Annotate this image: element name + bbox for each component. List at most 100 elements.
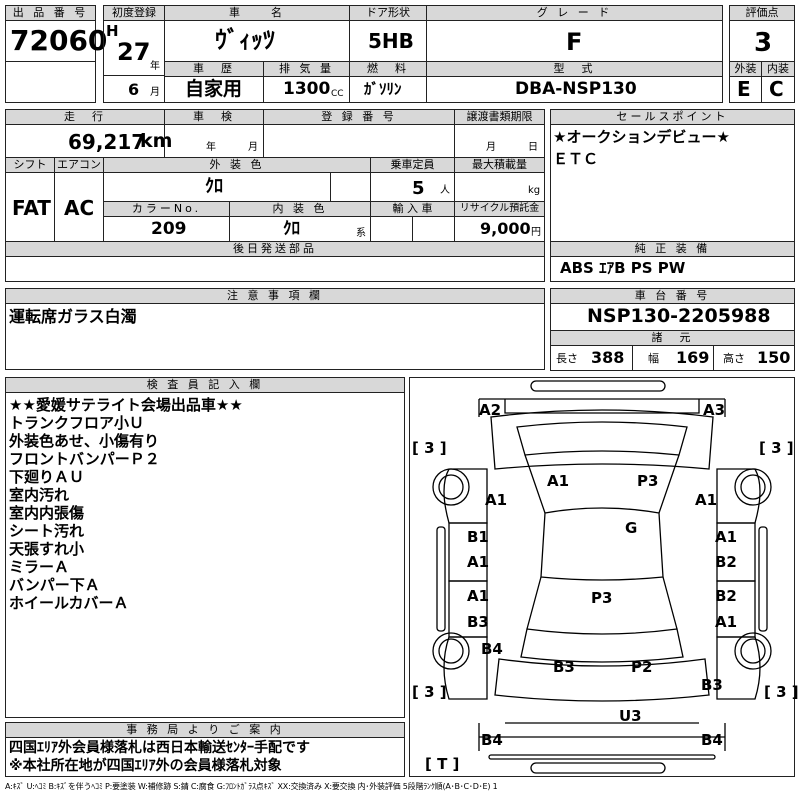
inspector-note: 室内内張傷 (9, 504, 85, 522)
year-unit: 年 (150, 61, 160, 72)
fuel-header: 燃 料 (349, 61, 427, 77)
tread-label-fr: [ 3 ] (759, 439, 794, 457)
reg-no-box (263, 124, 455, 158)
yen-unit: 円 (531, 227, 541, 238)
inspector-note: ホイールカバーＡ (9, 594, 129, 612)
import-header: 輸 入 車 (370, 201, 455, 217)
int-color-box (229, 216, 371, 242)
right-sill (758, 526, 768, 632)
tread-label-rr: [ 3 ] (764, 683, 799, 701)
history-value: 自家用 (185, 78, 243, 100)
int-color-header: 内 装 色 (229, 201, 371, 217)
tire-rear-right-inner (740, 638, 766, 664)
reg-no-header: 登 録 番 号 (263, 109, 455, 125)
aircon-value: AC (64, 196, 95, 220)
damage-mark: B2 (715, 553, 737, 571)
aircon-header: エアコン (54, 157, 104, 173)
score-header: 評価点 (729, 5, 795, 21)
capacity-value: 5 (412, 178, 425, 199)
tire-front-right (734, 468, 772, 506)
damage-mark: A1 (547, 472, 569, 490)
specs-div-1 (632, 345, 633, 371)
inspection-year-unit: 年 (206, 142, 216, 153)
damage-mark: B4 (481, 640, 503, 658)
int-color-value: ｸﾛ (283, 219, 300, 239)
door-value: 5HB (368, 29, 414, 53)
chassis-value: NSP130-2205988 (587, 305, 771, 327)
caution-header: 注 意 事 項 欄 (5, 288, 545, 304)
displacement-value: 1300 (283, 79, 331, 99)
car-damage-diagram: [ 3 ] [ 3 ] [ 3 ] [ 3 ] [ T ] A2 A3 A1 P… (412, 380, 799, 774)
width-label: 幅 (648, 352, 659, 365)
tread-label-rl: [ 3 ] (412, 683, 447, 701)
ext-grade-value: E (737, 77, 751, 101)
month-unit: 月 (150, 87, 160, 98)
inspector-header: 検 査 員 記 入 欄 (5, 377, 405, 393)
damage-mark: P3 (591, 589, 612, 607)
first-reg-month: 6 (128, 80, 140, 99)
right-front-fender (716, 468, 761, 524)
specs-header: 諸 元 (550, 330, 795, 346)
lot-no-value: 72060 (10, 24, 108, 57)
capacity-header: 乗車定員 (370, 157, 455, 173)
score-value: 3 (754, 28, 773, 58)
left-front-fender (443, 468, 488, 524)
damage-mark: B2 (715, 587, 737, 605)
right-rear-fender (716, 636, 761, 700)
sales-point-line-2: ＥＴＣ (553, 150, 599, 168)
recycle-header: リサイクル預託金 (454, 201, 545, 217)
tire-front-left-inner (438, 474, 464, 500)
tread-label-fl: [ 3 ] (412, 439, 447, 457)
inspector-note: ★★愛媛サテライト会場出品車★★ (9, 396, 243, 414)
int-grade-value: C (769, 77, 784, 101)
door-header: ドア形状 (349, 5, 427, 21)
model-header: 型 式 (426, 61, 723, 77)
damage-diagram-box (409, 377, 795, 777)
office-box (5, 737, 405, 777)
shift-value: FAT (12, 196, 51, 220)
recycle-value: 9,000 (480, 219, 531, 238)
inspector-note: ミラーＡ (9, 558, 70, 576)
inspection-header: 車 検 (164, 109, 264, 125)
ext-color-header: 外 装 色 (103, 157, 371, 173)
damage-mark: G (625, 519, 637, 537)
grade-value: F (566, 28, 583, 56)
shift-header: シフト (5, 157, 55, 173)
inspector-note: フロントバンパーＰ２ (9, 450, 160, 468)
damage-mark: A3 (703, 401, 725, 419)
hood-outline (478, 398, 726, 417)
tire-rear-right (734, 632, 772, 670)
first-reg-era: H (106, 22, 119, 40)
rear-bumper-outline (530, 762, 666, 774)
caution-value: 運転席ガラス白濁 (9, 307, 137, 326)
ext-color-value: ｸﾛ (205, 176, 223, 197)
inspection-month-unit: 月 (248, 142, 258, 153)
transfer-docs-header: 譲渡書類期限 (454, 109, 545, 125)
inspector-note: シート汚れ (9, 522, 85, 540)
genuine-header: 純 正 装 備 (550, 241, 795, 257)
inspector-note: 室内汚れ (9, 486, 70, 504)
genuine-box (550, 256, 795, 282)
damage-mark: A1 (467, 553, 489, 571)
mileage-value: 69,217 (68, 130, 146, 154)
front-body-outline (490, 409, 714, 470)
model-value: DBA-NSP130 (515, 79, 637, 99)
inspector-note: 下廻りＡＵ (9, 468, 85, 486)
damage-mark: A1 (715, 528, 737, 546)
damage-mark: B3 (467, 613, 489, 631)
transfer-day-unit: 日 (528, 142, 538, 153)
front-bumper-outline (530, 380, 666, 392)
genuine-value: ABS ｴｱB PS PW (560, 259, 686, 277)
height-label: 高さ (723, 352, 745, 365)
legend-text: A:ｷｽﾞ U:ﾍｺﾐ B:ｷｽﾞを伴うﾍｺﾐ P:要塗装 W:補修跡 S:錆 … (5, 782, 498, 791)
later-parts-header: 後日発送部品 (5, 241, 545, 257)
first-reg-header: 初度登録 (103, 5, 165, 21)
mileage-header: 走 行 (5, 109, 165, 125)
inspector-note: バンパー下Ａ (9, 576, 100, 594)
left-rear-fender (443, 636, 488, 700)
height-value: 150 (757, 348, 791, 367)
cc-unit: CC (331, 89, 344, 99)
model-box (426, 76, 723, 103)
ext-color-divider (330, 172, 331, 202)
kg-unit: kg (528, 185, 541, 196)
